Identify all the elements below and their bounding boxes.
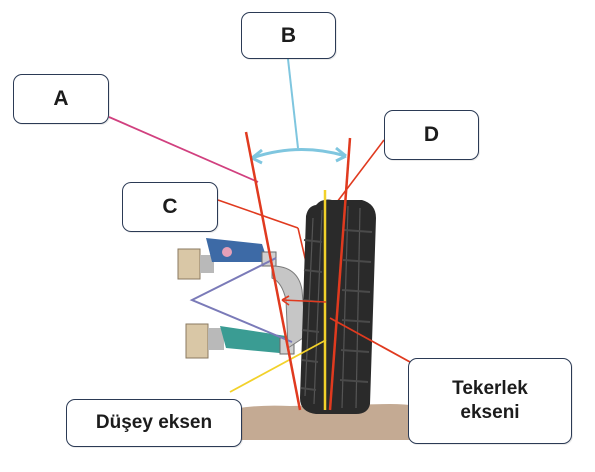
offset-arrow <box>281 299 327 303</box>
upper-control-arm <box>177 238 277 280</box>
label-vertical-axis: Düşey eksen <box>66 399 242 447</box>
wheel-axis-leader <box>329 317 411 363</box>
tie-rod <box>189 257 293 343</box>
ground <box>220 404 440 440</box>
camber-arc <box>251 148 347 160</box>
leader-b <box>287 58 299 149</box>
lower-control-arm <box>185 323 295 359</box>
label-wheel-axis-line1: Tekerlek <box>452 378 528 399</box>
leader-a <box>108 116 259 183</box>
arc-arrow-left <box>251 148 263 165</box>
label-wheel-axis: Tekerlek ekseni <box>408 358 572 444</box>
wheel-axis-line <box>328 137 352 411</box>
leader-c <box>217 199 299 229</box>
vertical-axis-leader <box>229 339 327 393</box>
label-a: A <box>13 74 109 124</box>
leader-d <box>333 139 385 207</box>
label-wheel-axis-line2: ekseni <box>460 402 520 423</box>
label-c: C <box>122 182 218 232</box>
label-b: B <box>241 12 336 59</box>
kingpin-axis-line <box>244 131 302 411</box>
label-d: D <box>384 110 479 160</box>
arc-arrow-right <box>335 146 347 163</box>
